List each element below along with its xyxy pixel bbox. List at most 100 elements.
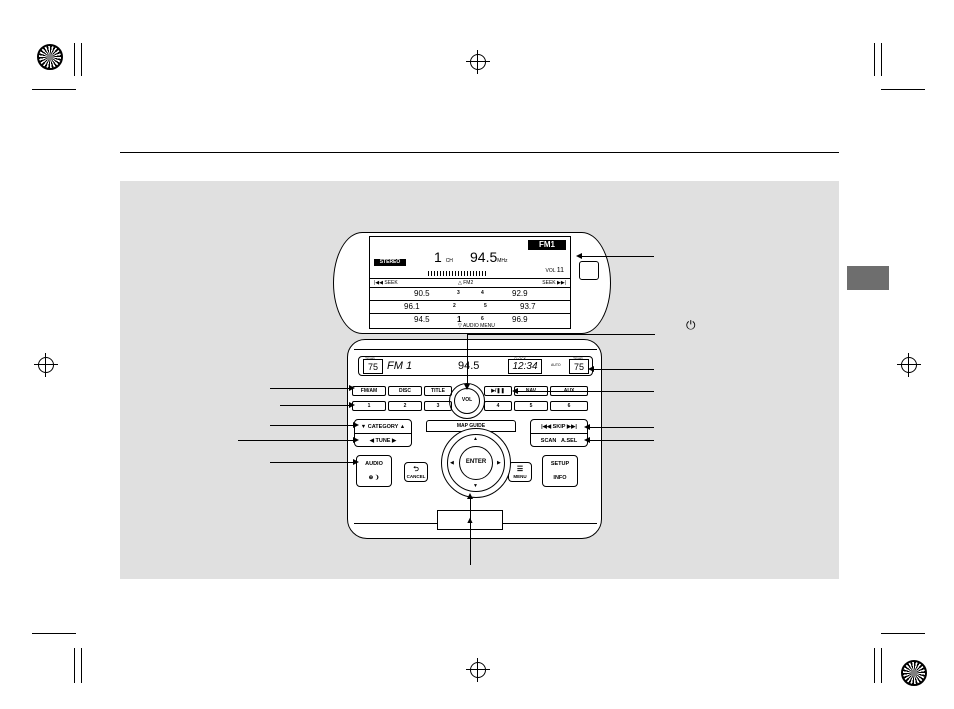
clock-readout: 12:34 [508,359,542,374]
volume-readout: VOL 11 [545,267,565,274]
preset-3-button[interactable]: 3 [424,401,452,411]
fm2-label[interactable]: △ FM2 [458,280,474,286]
header-rule [120,152,839,153]
crop-mark [874,648,875,683]
screen-band: FM1 [528,240,566,250]
info-label: INFO [553,475,567,481]
disc-button[interactable]: DISC [388,386,422,396]
callout-line [582,256,654,257]
preset-6-number: 6 [481,316,484,322]
stereo-indicator: STEREO [374,259,406,266]
preset-3-freq[interactable]: 90.5 [414,289,430,298]
crop-mark [881,43,882,76]
preset-4-button[interactable]: 4 [484,401,512,411]
dial-down-icon: ▼ [473,483,478,489]
category-button[interactable]: ▼ CATEGORY ▲ [360,424,406,430]
tune-button[interactable]: ◀ TUNE ▶ [355,433,411,447]
temp-left: 75 [363,359,383,374]
seek-right-label[interactable]: SEEK ▶▶| [542,280,566,286]
enter-button[interactable]: ENTER [459,446,493,480]
callout-line [270,388,350,389]
unit-frequency: 94.5 [458,360,480,372]
callout-arrow-icon [353,422,359,428]
title-button[interactable]: TITLE [424,386,452,396]
preset-2-button[interactable]: 2 [388,401,422,411]
dial-up-icon: ▲ [473,436,478,442]
preset-1-number: 1 [457,315,462,324]
callout-arrow-icon [584,424,590,430]
scan-asel-row: SCAN A.SEL [531,433,587,447]
setup-label: SETUP [550,461,570,467]
callout-arrow-icon [467,493,473,499]
audio-button[interactable]: AUDIO ⊕ ❩ [356,455,392,487]
callout-arrow-icon [353,437,359,443]
preset-6-button[interactable]: 6 [550,401,588,411]
audio-menu-label[interactable]: ▽ AUDIO MENU [458,323,495,329]
channel-readout: 1 CH [434,249,453,265]
navigation-screen: FM1 STEREO 1 CH 94.5MHz VOL 11 |◀◀ SEEK … [369,236,571,329]
callout-arrow-icon [353,459,359,465]
registration-mark-icon [37,44,63,70]
callout-line [270,425,354,426]
preset-1-button[interactable]: 1 [352,401,386,411]
crop-mark [81,43,82,76]
preset-4-freq[interactable]: 92.9 [512,289,528,298]
scan-button[interactable]: SCAN [540,438,557,444]
crosshair-icon [897,353,921,377]
skip-button[interactable]: |◀◀ SKIP ▶▶| [541,424,577,430]
callout-arrow-icon [584,437,590,443]
audio-sub-label: ⊕ ❩ [368,475,380,481]
cancel-label: CANCEL [406,474,426,479]
play-pause-button[interactable]: ▶/❚❚ [484,386,512,396]
crosshair-icon [466,50,490,74]
callout-line [467,334,468,386]
screen-side-button[interactable] [579,261,599,280]
preset-1-freq[interactable]: 94.5 [414,315,430,324]
a-sel-button[interactable]: A.SEL [560,438,578,444]
temp-right: 75 [569,359,589,374]
skip-scan-rocker: |◀◀ SKIP ▶▶| SCAN A.SEL [530,419,588,447]
setup-button[interactable]: SETUP INFO [542,455,578,487]
dial-right-icon: ▶ [497,460,501,466]
crosshair-icon [466,658,490,682]
callout-line [280,405,350,406]
preset-5-button[interactable]: 5 [514,401,548,411]
preset-6-freq[interactable]: 96.9 [512,315,528,324]
fm-am-button[interactable]: FM/AM [352,386,386,396]
crosshair-icon [34,353,58,377]
callout-line [470,498,471,565]
crop-mark [32,89,76,90]
screen-divider [370,287,570,288]
callout-line [590,440,654,441]
cancel-icon: ⮌ [413,466,419,473]
frequency-readout: 94.5MHz [470,249,508,265]
preset-4-number: 4 [481,290,484,296]
callout-line [467,334,655,335]
callout-line [238,440,354,441]
crop-mark [881,633,925,634]
screen-divider [370,313,570,314]
preset-5-freq[interactable]: 93.7 [520,302,536,311]
audio-unit: TEMP 75 FM 1 94.5 CLOCK 12:34 AUTO TEMP … [347,339,602,539]
cancel-button[interactable]: ⮌ CANCEL [404,462,428,482]
callout-arrow-icon [512,388,518,394]
crop-mark [32,633,76,634]
dial-left-icon: ◀ [450,460,454,466]
callout-arrow-icon [576,253,582,259]
unit-top-line [354,349,597,350]
seek-left-label[interactable]: |◀◀ SEEK [374,280,398,286]
preset-2-freq[interactable]: 96.1 [404,302,420,311]
crop-mark [74,648,75,683]
unit-display: TEMP 75 FM 1 94.5 CLOCK 12:34 AUTO TEMP … [358,356,593,376]
menu-button[interactable]: ☰ MENU [508,462,532,482]
callout-arrow-icon [464,384,470,390]
crop-mark [74,43,75,76]
unit-band: FM 1 [387,360,413,372]
crop-mark [881,89,925,90]
volume-knob[interactable]: VOL [454,388,480,414]
preset-5-number: 5 [484,303,487,309]
crop-mark [81,648,82,683]
crop-mark [874,43,875,76]
screen-divider [370,300,570,301]
callout-line [590,427,654,428]
